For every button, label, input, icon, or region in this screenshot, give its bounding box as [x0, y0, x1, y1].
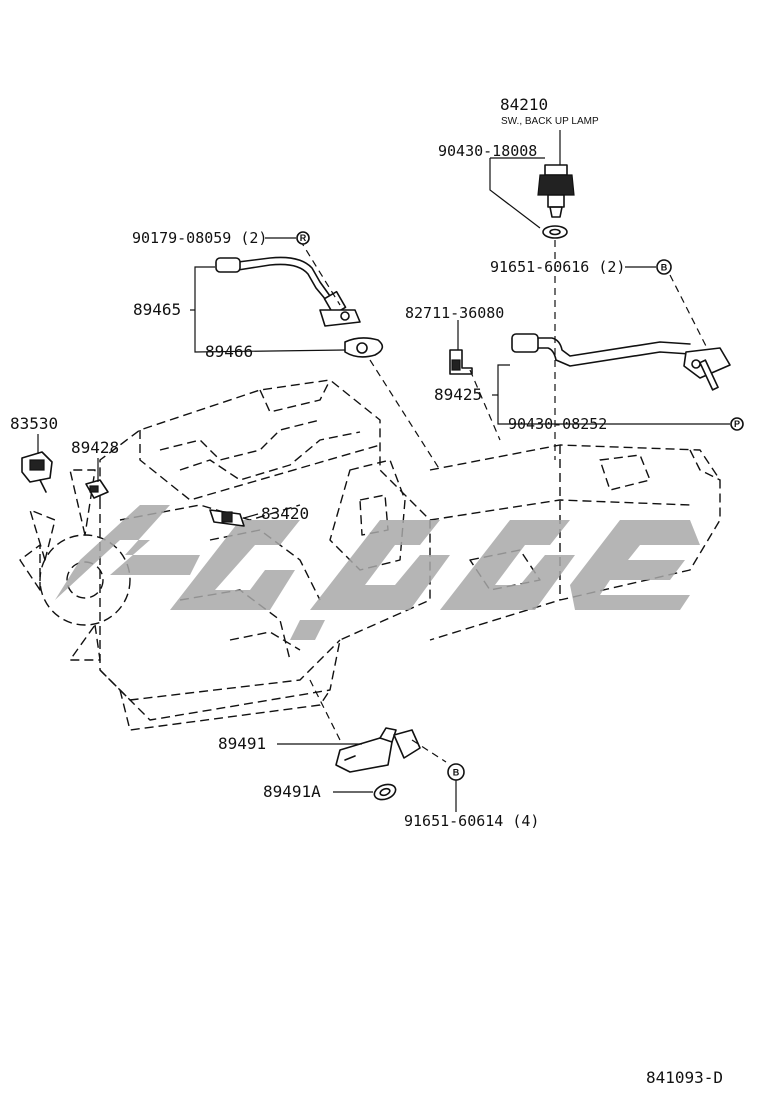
- part-number-83530: 83530: [10, 414, 58, 433]
- part-number-89425: 89425: [434, 385, 482, 404]
- part-number-89465: 89465: [133, 300, 181, 319]
- speed-sensor-bracket: [335, 727, 421, 773]
- part-number-90430-18008: 90430-18008: [438, 142, 537, 160]
- sensor-gasket: [344, 337, 384, 358]
- badge-nut: R: [296, 231, 310, 245]
- part-number-89428: 89428: [71, 438, 119, 457]
- badge-washer: P: [730, 417, 744, 431]
- oxygen-sensor-lower: [511, 333, 731, 391]
- o-ring: [373, 783, 397, 801]
- back-up-lamp-switch: [537, 164, 575, 218]
- water-temperature-sensor: [85, 479, 109, 499]
- temperature-sender: [209, 509, 245, 527]
- watermark-logo: [55, 505, 700, 640]
- oxygen-sensor-upper: [215, 256, 361, 327]
- badge-bolt-lower-text: B: [453, 768, 460, 778]
- badge-bolt-upper-text: B: [661, 263, 668, 273]
- part-number-89491A: 89491A: [263, 782, 321, 801]
- badge-bolt-upper: B: [656, 259, 672, 275]
- badge-bolt-lower: B: [447, 763, 465, 781]
- part-number-91651-60616: 91651-60616 (2): [490, 258, 625, 276]
- part-number-91651-60614: 91651-60614 (4): [404, 812, 539, 830]
- assembly-dashed-lines: [299, 239, 709, 763]
- fan-outline: [19, 469, 131, 661]
- wire-clamp: [449, 349, 473, 375]
- oil-pressure-switch: [21, 451, 53, 493]
- part-number-82711-36080: 82711-36080: [405, 304, 504, 322]
- leader-lines: [37, 130, 730, 812]
- diagram-code: 841093-D: [646, 1068, 723, 1087]
- part-number-89466: 89466: [205, 342, 253, 361]
- badge-nut-text: R: [300, 233, 307, 243]
- part-number-89491: 89491: [218, 734, 266, 753]
- badge-washer-text: P: [734, 419, 740, 429]
- part-number-90430-08252: 90430-08252: [508, 415, 607, 433]
- switch-gasket: [542, 225, 568, 239]
- part-description-84210: SW., BACK UP LAMP: [501, 116, 599, 127]
- part-number-84210: 84210: [500, 95, 548, 114]
- part-number-83420: 83420: [261, 504, 309, 523]
- part-number-90179-08059: 90179-08059 (2): [132, 229, 267, 247]
